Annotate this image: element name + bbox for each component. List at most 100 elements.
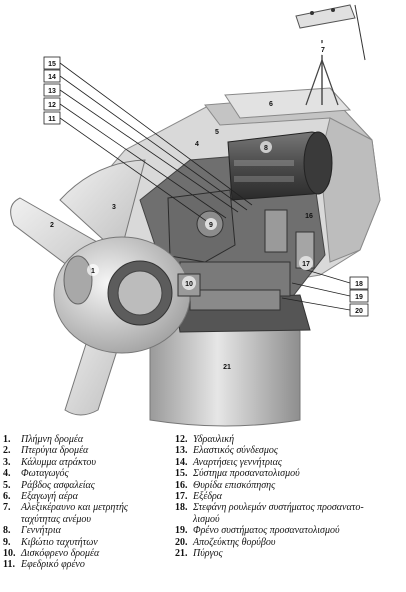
part-4: 4 bbox=[195, 141, 199, 148]
legend-right-column: 12. Υδραυλική 13. Ελαστικός σύνδεσμος 14. Ανα… bbox=[175, 434, 405, 559]
part-17: 17 bbox=[302, 261, 310, 268]
anemometer-mast bbox=[295, 4, 366, 106]
callout-14: 14 bbox=[48, 74, 56, 81]
legend-item-number: 14. bbox=[175, 456, 188, 468]
callout-11: 11 bbox=[48, 116, 56, 123]
callout-18: 18 bbox=[355, 281, 363, 288]
legend-item-number: 20. bbox=[175, 536, 188, 548]
generator bbox=[227, 131, 333, 201]
legend-item-label: Εφεδρικό φρένο bbox=[21, 559, 85, 571]
part-2: 2 bbox=[50, 222, 54, 229]
part-number-labels: 1 2 3 4 5 6 7 8 9 10 16 17 21 bbox=[50, 43, 329, 371]
legend-item: 16. Θυρίδα επισκόπησης bbox=[175, 480, 405, 491]
part-8: 8 bbox=[264, 145, 268, 152]
part-6: 6 bbox=[269, 101, 273, 108]
legend-item-label: Γεννήτρια bbox=[21, 525, 61, 537]
legend-item: 1. Πλήμνη δρομέα bbox=[3, 434, 171, 445]
legend-item-number: 3. bbox=[3, 456, 11, 468]
part-16: 16 bbox=[305, 213, 313, 220]
legend-item-number: 13. bbox=[175, 445, 188, 457]
legend-item-label: Θυρίδα επισκόπησης bbox=[193, 479, 276, 491]
legend-item: 18.Στεφάνη ρουλεμάν συστήματος προσανατο… bbox=[175, 502, 405, 513]
callout-labels: 15 14 13 12 11 18 19 20 bbox=[48, 61, 363, 315]
callout-13: 13 bbox=[48, 88, 56, 95]
legend-item-number: 15. bbox=[175, 468, 188, 480]
air-exhaust-roof bbox=[224, 87, 352, 119]
legend-item: 10. Δισκόφρενο δρομέα bbox=[3, 548, 171, 559]
legend-item-label: Στεφάνη ρουλεμάν συστήματος προσανατο- bbox=[193, 502, 364, 514]
callout-lines bbox=[59, 62, 351, 311]
legend-item: 14. Αναρτήσεις γεννήτριας bbox=[175, 457, 405, 468]
legend-item: 2.Πτερύγια δρομέα bbox=[3, 445, 171, 456]
legend-item-label: Πλήμνη δρομέα bbox=[21, 434, 84, 445]
legend-item: 3. Κάλυμμα ατράκτου bbox=[3, 457, 171, 468]
part-10: 10 bbox=[185, 281, 193, 288]
legend-item-label: Αναρτήσεις γεννήτριας bbox=[193, 456, 282, 468]
legend-item: 13. Ελαστικός σύνδεσμος bbox=[175, 445, 405, 456]
part-9: 9 bbox=[209, 222, 213, 229]
rotor-hub bbox=[53, 236, 191, 354]
callout-20: 20 bbox=[355, 308, 363, 315]
legend-item-label: Υδραυλική bbox=[193, 434, 235, 445]
legend-item: 5. Ράβδος ασφαλείας bbox=[3, 480, 171, 491]
legend-item-label: Φωταγωγός bbox=[21, 468, 69, 480]
legend-item-number: 5. bbox=[3, 479, 11, 491]
legend-item-number: 10. bbox=[3, 548, 16, 560]
legend-item-number: 4. bbox=[3, 468, 11, 480]
legend-item-label: Αλεξικέραυνο και μετρητής bbox=[21, 502, 128, 514]
callout-15: 15 bbox=[48, 61, 56, 68]
legend-item-label: Κάλυμμα ατράκτου bbox=[21, 456, 97, 468]
legend-item: 7. Αλεξικέραυνο και μετρητής bbox=[3, 502, 171, 513]
legend-item-number: 16. bbox=[175, 479, 188, 491]
part-5: 5 bbox=[215, 129, 219, 136]
legend-item: ταχύτητας ανέμου bbox=[3, 514, 171, 525]
legend-item-number: 9. bbox=[3, 536, 11, 548]
legend-item: 6. Εξαγωγή αέρα bbox=[3, 491, 171, 502]
legend-item-number bbox=[3, 514, 21, 525]
legend-item-number: 21. bbox=[175, 548, 188, 560]
legend-item: 15. Σύστημα προσανατολισμού bbox=[175, 468, 405, 479]
legend-item: 20. Αποζεύκτης θορύβου bbox=[175, 537, 405, 548]
legend-item-number: 6. bbox=[3, 491, 11, 503]
legend-item-number: 11. bbox=[3, 559, 15, 571]
legend-item-number: 1. bbox=[3, 434, 11, 445]
callout-19: 19 bbox=[355, 294, 363, 301]
legend-item-number bbox=[175, 514, 193, 525]
legend-item: 12. Υδραυλική bbox=[175, 434, 405, 445]
callout-boxes bbox=[43, 56, 369, 317]
legend-item: 11. Εφεδρικό φρένο bbox=[3, 559, 171, 570]
legend-item: 4. Φωταγωγός bbox=[3, 468, 171, 479]
legend-item: λισμού bbox=[175, 514, 405, 525]
legend-item-number: 8. bbox=[3, 525, 11, 537]
part-3: 3 bbox=[112, 204, 116, 211]
gearbox bbox=[167, 189, 236, 263]
legend-item-label: Εξαγωγή αέρα bbox=[21, 491, 78, 503]
legend-item-label: Αποζεύκτης θορύβου bbox=[193, 536, 276, 548]
legend-item-number: 2. bbox=[3, 445, 11, 457]
legend-item-label: Ράβδος ασφαλείας bbox=[21, 479, 95, 491]
part-21: 21 bbox=[223, 364, 231, 371]
legend-item-label: Κιβώτιο ταχυτήτων bbox=[21, 536, 98, 548]
legend-item: 8. Γεννήτρια bbox=[3, 525, 171, 536]
legend-item-number: 12. bbox=[175, 434, 188, 445]
legend-item-label: λισμού bbox=[193, 513, 220, 525]
legend-item-label: Εξέδρα bbox=[193, 491, 223, 503]
legend-item: 19. Φρένο συστήματος προσανατολισμού bbox=[175, 525, 405, 536]
legend-item-label: Δισκόφρενο δρομέα bbox=[21, 548, 100, 560]
legend-item-label: Ελαστικός σύνδεσμος bbox=[193, 445, 278, 457]
legend-item-number: 7. bbox=[3, 502, 11, 514]
legend-item-label: Φρένο συστήματος προσανατολισμού bbox=[193, 525, 340, 537]
legend-item-number: 19. bbox=[175, 525, 188, 537]
legend-item: 17. Εξέδρα bbox=[175, 491, 405, 502]
legend-item: 9. Κιβώτιο ταχυτήτων bbox=[3, 537, 171, 548]
part-1: 1 bbox=[91, 268, 95, 275]
wind-turbine-nacelle-illustration: 15 14 13 12 11 18 19 20 1 2 3 4 5 6 7 8 … bbox=[10, 4, 381, 427]
callout-12: 12 bbox=[48, 102, 56, 109]
legend-item-label: Σύστημα προσανατολισμού bbox=[193, 468, 300, 480]
part-7: 7 bbox=[321, 47, 325, 54]
legend-item-label: ταχύτητας ανέμου bbox=[21, 513, 91, 525]
legend-item-label: Πύργος bbox=[193, 548, 223, 560]
legend-item: 21. Πύργος bbox=[175, 548, 405, 559]
legend-item-number: 17. bbox=[175, 491, 188, 503]
